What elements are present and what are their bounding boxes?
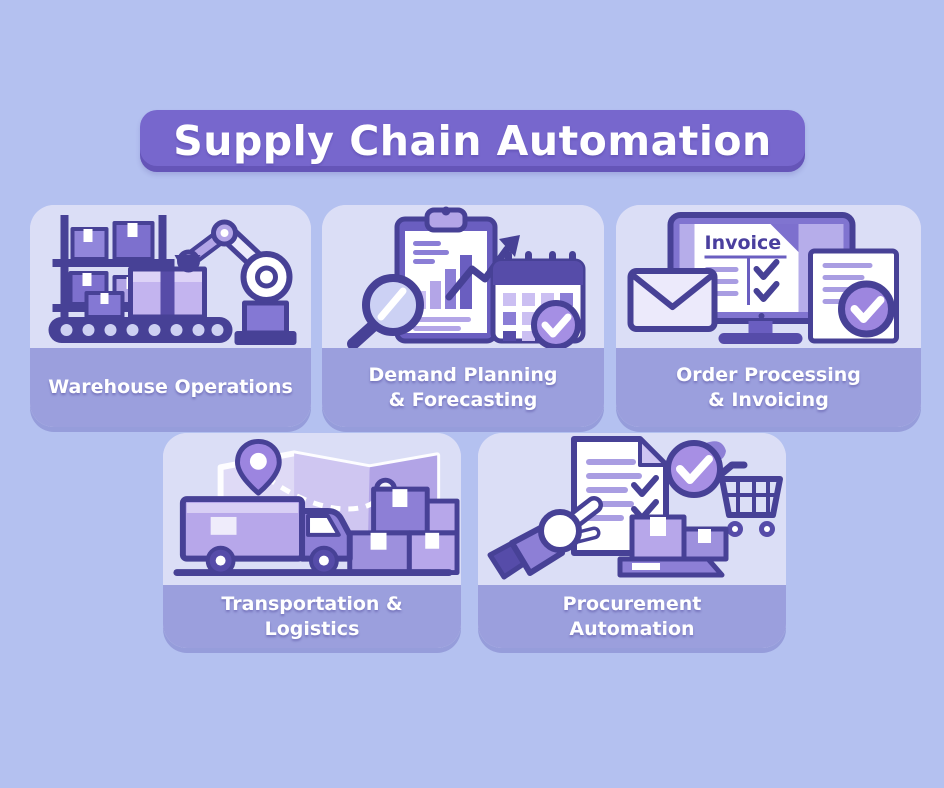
card-procurement-automation: Procurement Automation bbox=[478, 433, 786, 648]
card-label-band: Transportation & Logistics bbox=[163, 585, 461, 648]
delivery-truck-icon bbox=[173, 496, 453, 577]
boxes-scanner-icon bbox=[617, 514, 729, 578]
card-demand-planning: Demand Planning & Forecasting bbox=[322, 205, 604, 427]
conveyor-belt-icon bbox=[48, 317, 233, 343]
boxes-on-conveyor-icon bbox=[84, 266, 207, 320]
robot-hand-icon bbox=[487, 496, 603, 580]
card-label: Procurement Automation bbox=[562, 592, 702, 640]
location-pin-icon bbox=[235, 438, 282, 496]
card-warehouse-operations: Warehouse Operations bbox=[30, 205, 311, 427]
check-badge-icon bbox=[838, 280, 895, 338]
card-label-band: Warehouse Operations bbox=[30, 348, 311, 427]
card-label-band: Procurement Automation bbox=[478, 585, 786, 648]
card-label: Order Processing & Invoicing bbox=[676, 363, 861, 411]
warehouse-operations-illustration bbox=[30, 205, 311, 348]
card-label: Demand Planning & Forecasting bbox=[368, 363, 558, 411]
card-label-band: Order Processing & Invoicing bbox=[616, 348, 921, 427]
magnifier-icon bbox=[347, 274, 424, 348]
truck-map-pin-boxes-icon bbox=[173, 438, 460, 577]
page-title: Supply Chain Automation bbox=[173, 117, 772, 165]
card-order-processing: Invoice bbox=[616, 205, 921, 427]
check-badge-icon bbox=[665, 440, 723, 498]
robot-arm-conveyor-shelf-icon bbox=[48, 215, 297, 345]
check-badge-icon bbox=[531, 300, 581, 348]
card-label-band: Demand Planning & Forecasting bbox=[322, 348, 604, 427]
shopping-cart-icon bbox=[716, 461, 783, 537]
demand-planning-illustration bbox=[322, 205, 604, 348]
card-transportation-logistics: Transportation & Logistics bbox=[163, 433, 461, 648]
robot-arm-icon bbox=[174, 219, 297, 345]
email-envelope-icon bbox=[627, 268, 718, 332]
procurement-automation-illustration bbox=[478, 433, 786, 585]
title-banner: Supply Chain Automation bbox=[140, 110, 805, 172]
invoice-screen-text: Invoice bbox=[705, 232, 782, 254]
card-label: Warehouse Operations bbox=[48, 376, 293, 399]
card-label: Transportation & Logistics bbox=[221, 592, 403, 640]
clipboard-chart-calendar-magnifier-icon bbox=[347, 206, 586, 348]
robot-hand-document-cart-icon bbox=[487, 436, 783, 580]
monitor-invoice-email-check-icon: Invoice bbox=[627, 212, 899, 344]
transportation-logistics-illustration bbox=[163, 433, 461, 585]
order-processing-illustration: Invoice bbox=[616, 205, 921, 348]
